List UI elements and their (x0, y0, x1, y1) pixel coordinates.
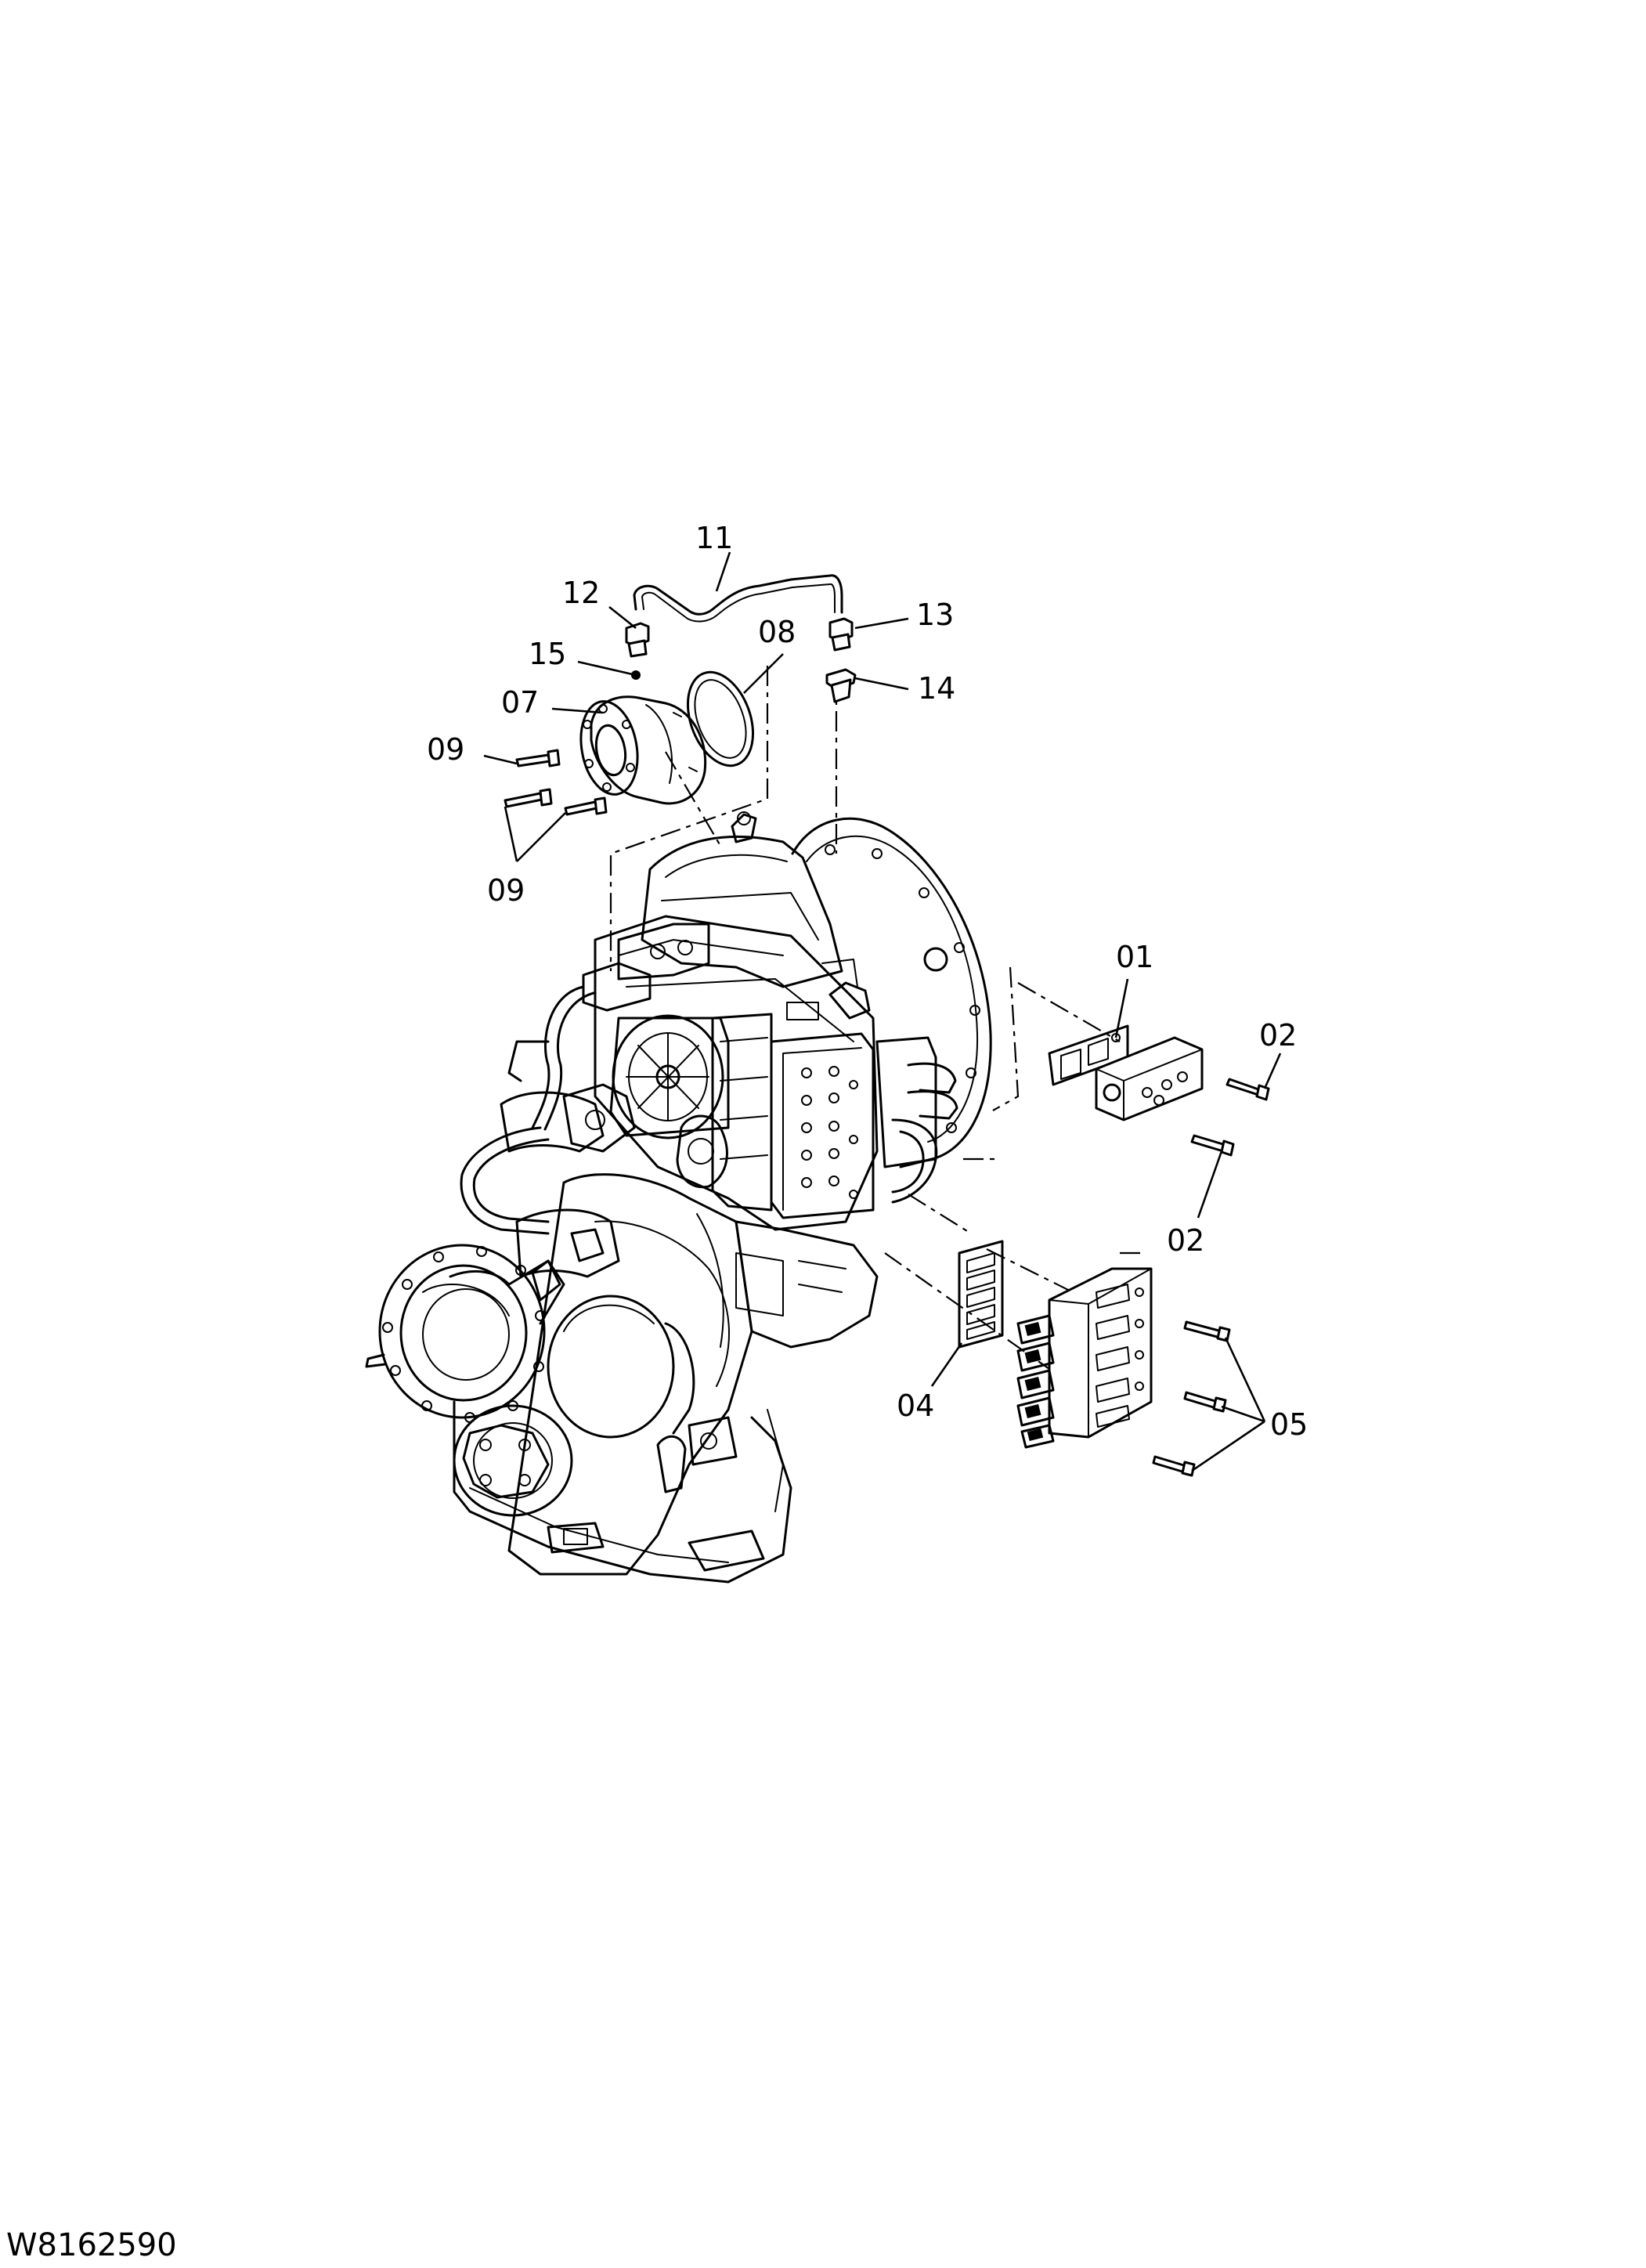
transmission-housing (365, 811, 992, 1584)
solenoid-valve-block (1016, 1267, 1153, 1449)
leader-lines (483, 551, 1282, 1472)
part-08-o-ring (686, 670, 755, 767)
part-09-bolts (504, 749, 608, 816)
valve-block-holes (801, 1066, 858, 1199)
part-02-valve-body (1095, 1036, 1204, 1121)
callout-01: 01 (1116, 940, 1153, 974)
document-code: W8162590 (6, 2227, 177, 2263)
callouts: 11 12 13 14 15 08 07 09 09 01 02 02 04 0… (427, 521, 1308, 1442)
part-04-gasket-plate (958, 1240, 1004, 1349)
callout-15: 15 (529, 637, 566, 671)
callout-09-lower: 09 (487, 873, 525, 908)
callout-13: 13 (916, 598, 954, 632)
callout-04: 04 (897, 1389, 934, 1423)
part-13-fitting (828, 617, 854, 652)
part-14-plug (825, 668, 857, 703)
part-11-tube (633, 574, 843, 623)
callout-11: 11 (695, 521, 733, 555)
callout-05: 05 (1270, 1407, 1308, 1442)
part-02-bolts (1190, 1078, 1270, 1157)
callout-12: 12 (562, 576, 600, 610)
part-07-flange (579, 695, 707, 805)
callout-02-upper: 02 (1259, 1018, 1297, 1053)
callout-02-lower: 02 (1167, 1223, 1204, 1258)
callout-07: 07 (501, 685, 539, 720)
part-12-fitting (625, 622, 650, 658)
assembly-lines (609, 666, 1143, 1403)
callout-09-upper: 09 (427, 732, 464, 767)
callout-08: 08 (758, 615, 796, 649)
callout-14: 14 (918, 671, 955, 706)
